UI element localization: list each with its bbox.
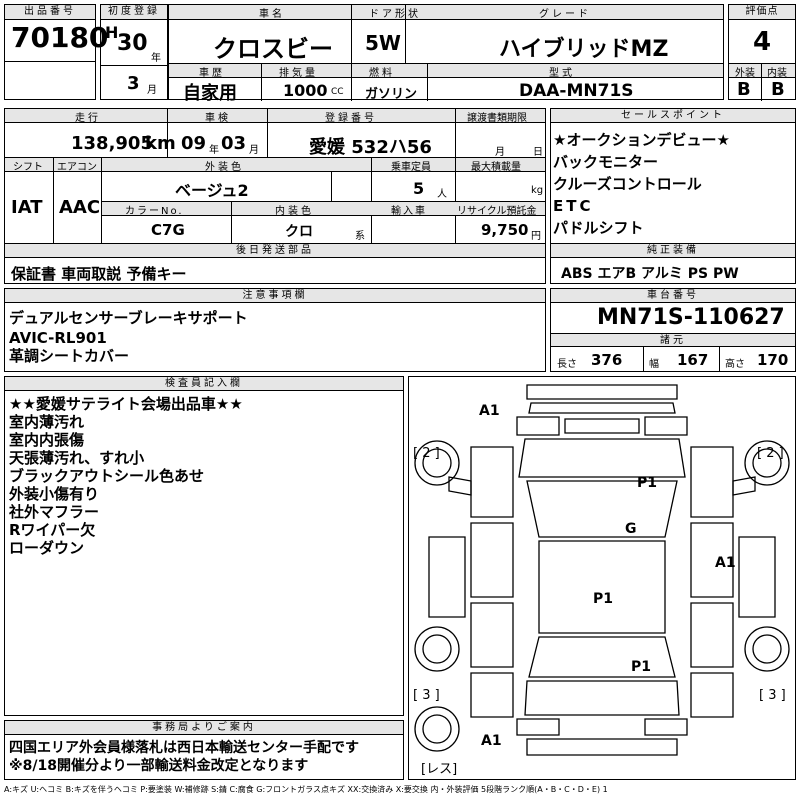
tire-rear-right: [ 3 ] xyxy=(759,688,786,703)
length: 376 xyxy=(591,351,623,369)
tire-spare: [レス] xyxy=(421,762,457,777)
first-reg-year: 30 xyxy=(117,31,148,56)
mileage: 138,905 xyxy=(71,133,153,154)
car-name: クロスビー xyxy=(213,35,333,63)
first-registration-box: 初度登録 H 30 年 3 月 xyxy=(100,4,168,100)
score-box: 評価点 4 外装 内装 B B xyxy=(728,4,796,101)
color-number: C7G xyxy=(151,221,185,239)
standard-equipment: ABS エアB アルミ PS PW xyxy=(561,266,739,282)
chassis-number: MN71S-110627 xyxy=(597,305,785,330)
lot-number-box: 出品番号 70180 xyxy=(4,4,108,100)
plate-number: 愛媛 532ハ56 xyxy=(309,137,432,158)
exterior-color: ベージュ2 xyxy=(175,181,249,200)
interior-grade: B xyxy=(771,79,785,100)
damage-mark-p1-roof: P1 xyxy=(593,591,613,607)
model-code: DAA-MN71S xyxy=(519,81,634,101)
tire-front-left: [ 2 ] xyxy=(413,446,440,461)
inspector-notes-box: 検査員記入欄 ★★愛媛サテライト会場出品車★★ 室内薄汚れ 室内内張傷 天張薄汚… xyxy=(4,376,404,716)
legend: A:キズ U:ヘコミ B:キズを伴うヘコミ P:要塗装 W:補修跡 S:錆 C:… xyxy=(4,785,608,794)
capacity: 5 xyxy=(413,179,425,198)
shift-type: IAT xyxy=(11,197,43,218)
first-registration-label: 初度登録 xyxy=(101,5,167,20)
damage-mark-a1-side: A1 xyxy=(715,555,736,571)
exterior-grade: B xyxy=(737,79,751,100)
lot-number: 70180 xyxy=(11,21,109,54)
inspection-year: 09 xyxy=(181,133,207,154)
damage-mark-p1-hood: P1 xyxy=(637,475,657,491)
interior-color: クロ xyxy=(285,224,313,240)
height: 170 xyxy=(757,351,789,369)
displacement: 1000 xyxy=(283,81,328,100)
width: 167 xyxy=(677,351,709,369)
later-shipment-parts: 保証書 車両取説 予備キー xyxy=(11,265,187,283)
car-body-diagram: A1 P1 G A1 P1 P1 A1 [ 2 ] [ 2 ] [ 3 ] [ … xyxy=(413,384,790,777)
recycle-fee: 9,750 xyxy=(481,221,529,239)
damage-mark-p1-rear: P1 xyxy=(631,659,651,675)
tire-front-right: [ 2 ] xyxy=(757,446,784,461)
damage-mark-a1-rear: A1 xyxy=(481,733,502,749)
damage-diagram-box: A1 P1 G A1 P1 P1 A1 [ 2 ] [ 2 ] [ 3 ] [ … xyxy=(408,376,796,780)
car-history: 自家用 xyxy=(183,83,237,104)
office-notice-box: 事務局よりご案内 四国エリア外会員様落札は西日本輸送センター手配です ※8/18… xyxy=(4,720,404,780)
aircon-type: AAC xyxy=(59,197,101,218)
lot-number-label: 出品番号 xyxy=(5,5,95,20)
notes-box: 注意事項欄 デュアルセンサーブレーキサポート AVIC-RL901 革調シートカ… xyxy=(4,288,546,372)
damage-mark-g: G xyxy=(625,521,637,537)
chassis-box: 車台番号 MN71S-110627 諸元 長さ 376 幅 167 高さ 170 xyxy=(550,288,796,372)
overall-score: 4 xyxy=(753,27,772,57)
fuel: ガソリン xyxy=(365,87,418,102)
damage-mark-a1-front: A1 xyxy=(479,403,500,419)
vehicle-info-box: 車名 ドア形状 グレード クロスビー 5W ハイブリッドMZ 車歴 排気量 燃料… xyxy=(168,4,724,104)
first-reg-month: 3 xyxy=(127,73,140,94)
door-type: 5W xyxy=(365,31,401,55)
inspection-month: 03 xyxy=(221,133,247,154)
sales-points-box: セールスポイント ★オークションデビュー★ バックモニター クルーズコントロール… xyxy=(550,108,796,284)
grade: ハイブリッドMZ xyxy=(499,37,669,62)
detail-box: 走行 車検 登録番号 譲渡書類期限 138,905 km 09 年 03 月 愛… xyxy=(4,108,546,284)
tire-rear-left: [ 3 ] xyxy=(413,688,440,703)
